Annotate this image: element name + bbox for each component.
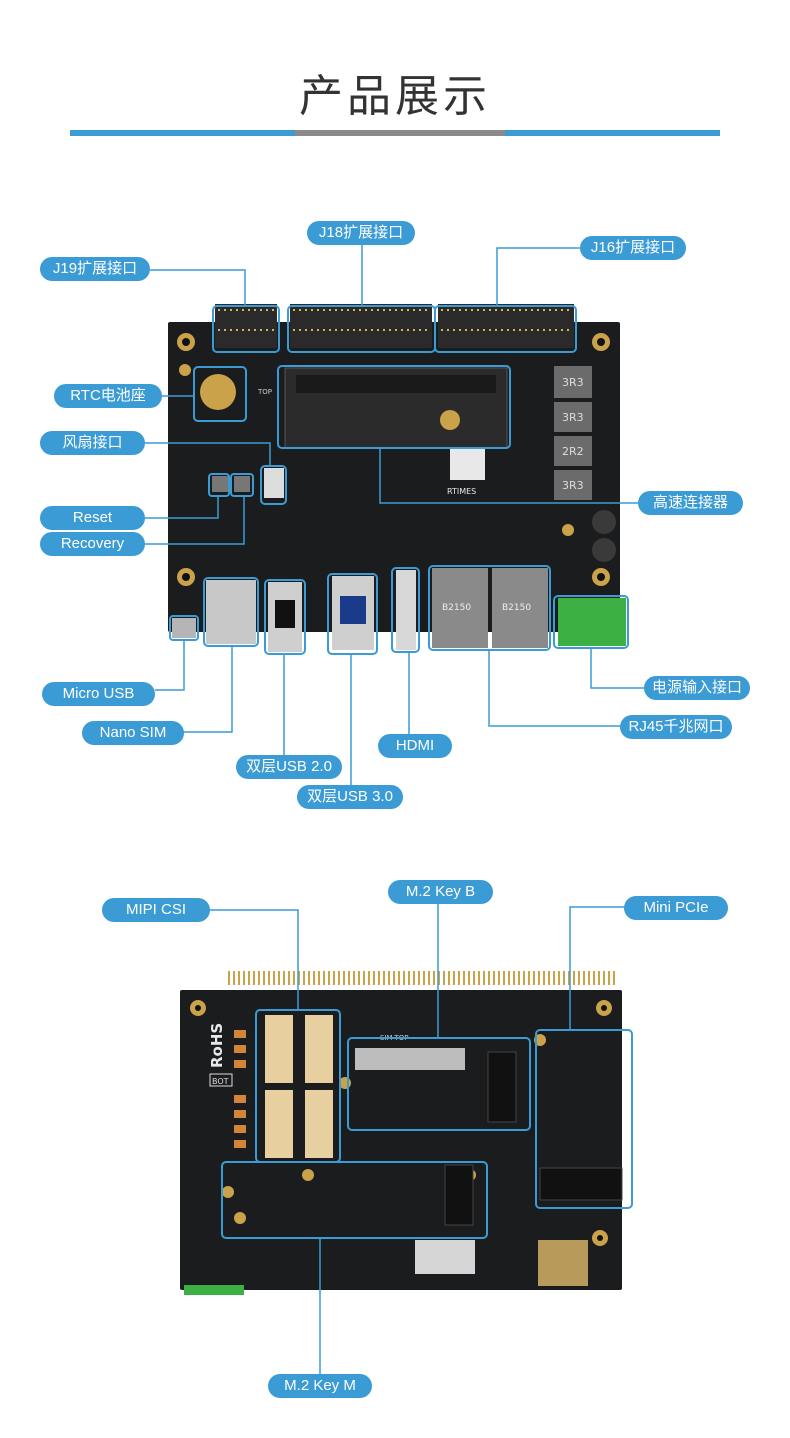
divider-right <box>505 130 720 136</box>
leader-lines-bottom <box>210 904 626 1374</box>
label-mini-pcie: Mini PCIe <box>624 896 728 920</box>
bot-marker: BOT <box>212 1077 229 1086</box>
highlight-boxes-bottom <box>221 1009 633 1239</box>
label-reset: Reset <box>40 506 145 530</box>
eth-chip-label-2: B2150 <box>502 603 531 613</box>
label-j16: J16扩展接口 <box>580 236 686 260</box>
label-m2-key-m: M.2 Key M <box>268 1374 372 1398</box>
label-usb3: 双层USB 3.0 <box>297 785 403 809</box>
label-recovery: Recovery <box>40 532 145 556</box>
hdmi-port <box>396 570 416 650</box>
label-micro-usb: Micro USB <box>42 682 155 706</box>
label-fan: 风扇接口 <box>40 431 145 455</box>
sim-slot <box>206 580 256 644</box>
divider-middle <box>295 130 505 136</box>
label-hdmi: HDMI <box>378 734 452 758</box>
inductor-label-2: 3R3 <box>562 411 584 424</box>
leader-lines-top <box>145 244 644 786</box>
rohs-mark: RoHS <box>208 1023 226 1068</box>
page-title: 产品展示 <box>299 71 491 122</box>
rtc-battery <box>200 374 236 410</box>
label-hs-connector: 高速连接器 <box>638 491 743 515</box>
inductors: 3R3 3R3 2R2 3R3 <box>554 366 592 500</box>
label-m2-key-b: M.2 Key B <box>388 880 493 904</box>
power-terminal <box>558 598 626 646</box>
label-j18: J18扩展接口 <box>307 221 415 245</box>
label-rj45: RJ45千兆网口 <box>620 715 732 739</box>
inductor-label-3: 2R2 <box>562 445 584 458</box>
divider-left <box>70 130 295 136</box>
label-mipi-csi: MIPI CSI <box>102 898 210 922</box>
micro-usb-port <box>172 618 196 638</box>
inductor-label-4: 3R3 <box>562 479 584 492</box>
eth-chip-label-1: B2150 <box>442 603 471 613</box>
mounting-holes-top <box>177 333 610 586</box>
top-marker: TOP <box>257 388 272 396</box>
label-usb2: 双层USB 2.0 <box>236 755 342 779</box>
pin-rows <box>218 309 572 331</box>
pin-headers-top <box>215 304 574 348</box>
label-rtc: RTC电池座 <box>54 384 162 408</box>
label-power: 电源输入接口 <box>644 676 750 700</box>
rj45-port-1 <box>432 568 488 648</box>
label-j19: J19扩展接口 <box>40 257 150 281</box>
rj45-port-2 <box>492 568 548 648</box>
inductor-label-1: 3R3 <box>562 376 584 389</box>
brand-text: RTIMES <box>447 487 476 496</box>
label-nano-sim: Nano SIM <box>82 721 184 745</box>
